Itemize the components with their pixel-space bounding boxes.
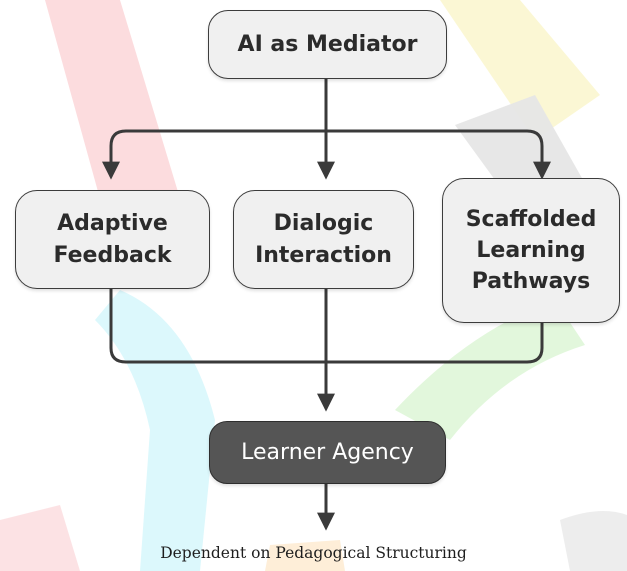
connector-branch-right [324, 129, 551, 180]
node-ai-as-mediator-label: AI as Mediator [237, 31, 418, 57]
node-ai-as-mediator: AI as Mediator [208, 10, 447, 79]
watermark-orange-band [265, 540, 345, 571]
node-learner-agency: Learner Agency [209, 421, 446, 484]
node-scaffolded-learning-pathways-label: Scaffolded Learning Pathways [465, 206, 597, 295]
watermark-cyan-band [95, 290, 215, 571]
watermark-yellow-band [440, 0, 600, 140]
node-scaffolded-learning-pathways: Scaffolded Learning Pathways [442, 178, 620, 323]
watermark-green-band [395, 300, 585, 440]
node-dialogic-interaction: Dialogic Interaction [233, 190, 414, 289]
node-adaptive-feedback: Adaptive Feedback [15, 190, 210, 289]
node-dialogic-interaction-label: Dialogic Interaction [255, 211, 392, 268]
connector-branch-left [102, 129, 328, 180]
diagram-caption: Dependent on Pedagogical Structuring [160, 544, 467, 562]
watermark-red-band [45, 0, 185, 235]
watermark-grey-corner [560, 511, 627, 571]
node-learner-agency-label: Learner Agency [241, 439, 414, 465]
watermark-pink-band [0, 505, 80, 571]
node-adaptive-feedback-label: Adaptive Feedback [53, 211, 172, 268]
